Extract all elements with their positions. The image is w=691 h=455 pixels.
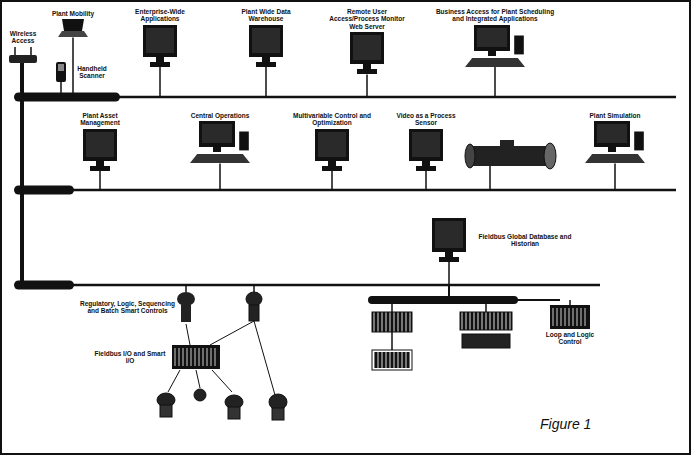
- device-label: Loop and Logic Control: [540, 331, 600, 346]
- drop-line: [614, 163, 616, 190]
- drop-line: [219, 163, 221, 190]
- device-node: Plant Asset Management: [62, 112, 138, 171]
- workstation-icon: [585, 121, 645, 163]
- drop-line: [494, 67, 496, 97]
- device-node: Loop and Logic Control: [540, 305, 600, 346]
- device-label: Remote User Access/Process Monitor Web S…: [322, 8, 412, 30]
- figure-caption: Figure 1: [540, 416, 591, 432]
- monitor-icon: [81, 129, 119, 171]
- transmitter-icon: [177, 292, 195, 322]
- device-node: Wireless Access: [6, 30, 40, 63]
- monitor-icon: [430, 218, 468, 262]
- device-label: Video as a Process Sensor: [386, 112, 466, 127]
- device-node: Fieldbus Global Database and Historian: [430, 218, 580, 262]
- router-icon: [9, 47, 37, 63]
- drop-line: [265, 67, 267, 97]
- device-label: Multivariable Control and Optimization: [290, 112, 374, 127]
- handheld-icon: [56, 62, 66, 82]
- monitor-icon: [313, 129, 351, 171]
- device-label: Plant Mobility: [50, 10, 96, 17]
- drop-line: [569, 300, 571, 305]
- device-label: Plant Wide Data Warehouse: [228, 8, 304, 23]
- device-label: Business Access for Plant Scheduling and…: [430, 8, 560, 23]
- device-node: Fieldbus I/O and Smart I/O: [90, 345, 220, 369]
- drop-line: [185, 285, 187, 292]
- device-label: Enterprise-Wide Applications: [120, 8, 200, 23]
- monitor-icon: [141, 25, 179, 67]
- device-node: Remote User Access/Process Monitor Web S…: [322, 8, 412, 74]
- workstation-icon: [190, 121, 250, 163]
- rack-icon: [172, 345, 220, 369]
- device-node: Business Access for Plant Scheduling and…: [430, 8, 560, 67]
- drop-line: [366, 74, 368, 97]
- device-label: Regulatory, Logic, Sequencing and Batch …: [80, 300, 175, 315]
- device-label: Fieldbus Global Database and Historian: [470, 233, 580, 248]
- monitor-icon: [407, 129, 445, 171]
- device-node: Handheld Scanner: [56, 62, 116, 82]
- device-label: Handheld Scanner: [68, 65, 116, 80]
- device-label: Plant Simulation: [570, 112, 660, 119]
- device-node: Video as a Process Sensor: [386, 112, 466, 171]
- drop-line: [425, 171, 427, 190]
- device-node: Plant Mobility: [50, 10, 96, 37]
- device-node: Multivariable Control and Optimization: [290, 112, 374, 171]
- bus-ends: [14, 93, 518, 305]
- field-devices: [157, 285, 287, 420]
- drop-line: [72, 37, 74, 97]
- drop-line: [60, 82, 62, 97]
- drop-line: [331, 171, 333, 190]
- workstation-icon: [465, 25, 525, 67]
- device-label: Central Operations: [175, 112, 265, 119]
- video-camera: [465, 140, 556, 190]
- laptop-icon: [58, 19, 88, 37]
- monitor-icon: [348, 32, 386, 74]
- device-label: Plant Asset Management: [62, 112, 138, 127]
- device-label: Fieldbus I/O and Smart I/O: [90, 350, 170, 365]
- device-label: Wireless Access: [6, 30, 40, 45]
- drop-line: [448, 262, 450, 285]
- device-node: Regulatory, Logic, Sequencing and Batch …: [80, 292, 195, 322]
- drop-lines: [23, 37, 615, 305]
- drop-line: [159, 67, 161, 97]
- monitor-icon: [247, 25, 285, 67]
- bus-lines: [22, 62, 676, 300]
- io-racks: [372, 300, 512, 370]
- device-node: Plant Wide Data Warehouse: [228, 8, 304, 67]
- device-node: Plant Simulation: [570, 112, 660, 163]
- device-node: Enterprise-Wide Applications: [120, 8, 200, 67]
- device-node: Central Operations: [175, 112, 265, 163]
- drop-line: [99, 171, 101, 190]
- drop-line: [22, 63, 24, 97]
- rack-icon: [550, 305, 590, 329]
